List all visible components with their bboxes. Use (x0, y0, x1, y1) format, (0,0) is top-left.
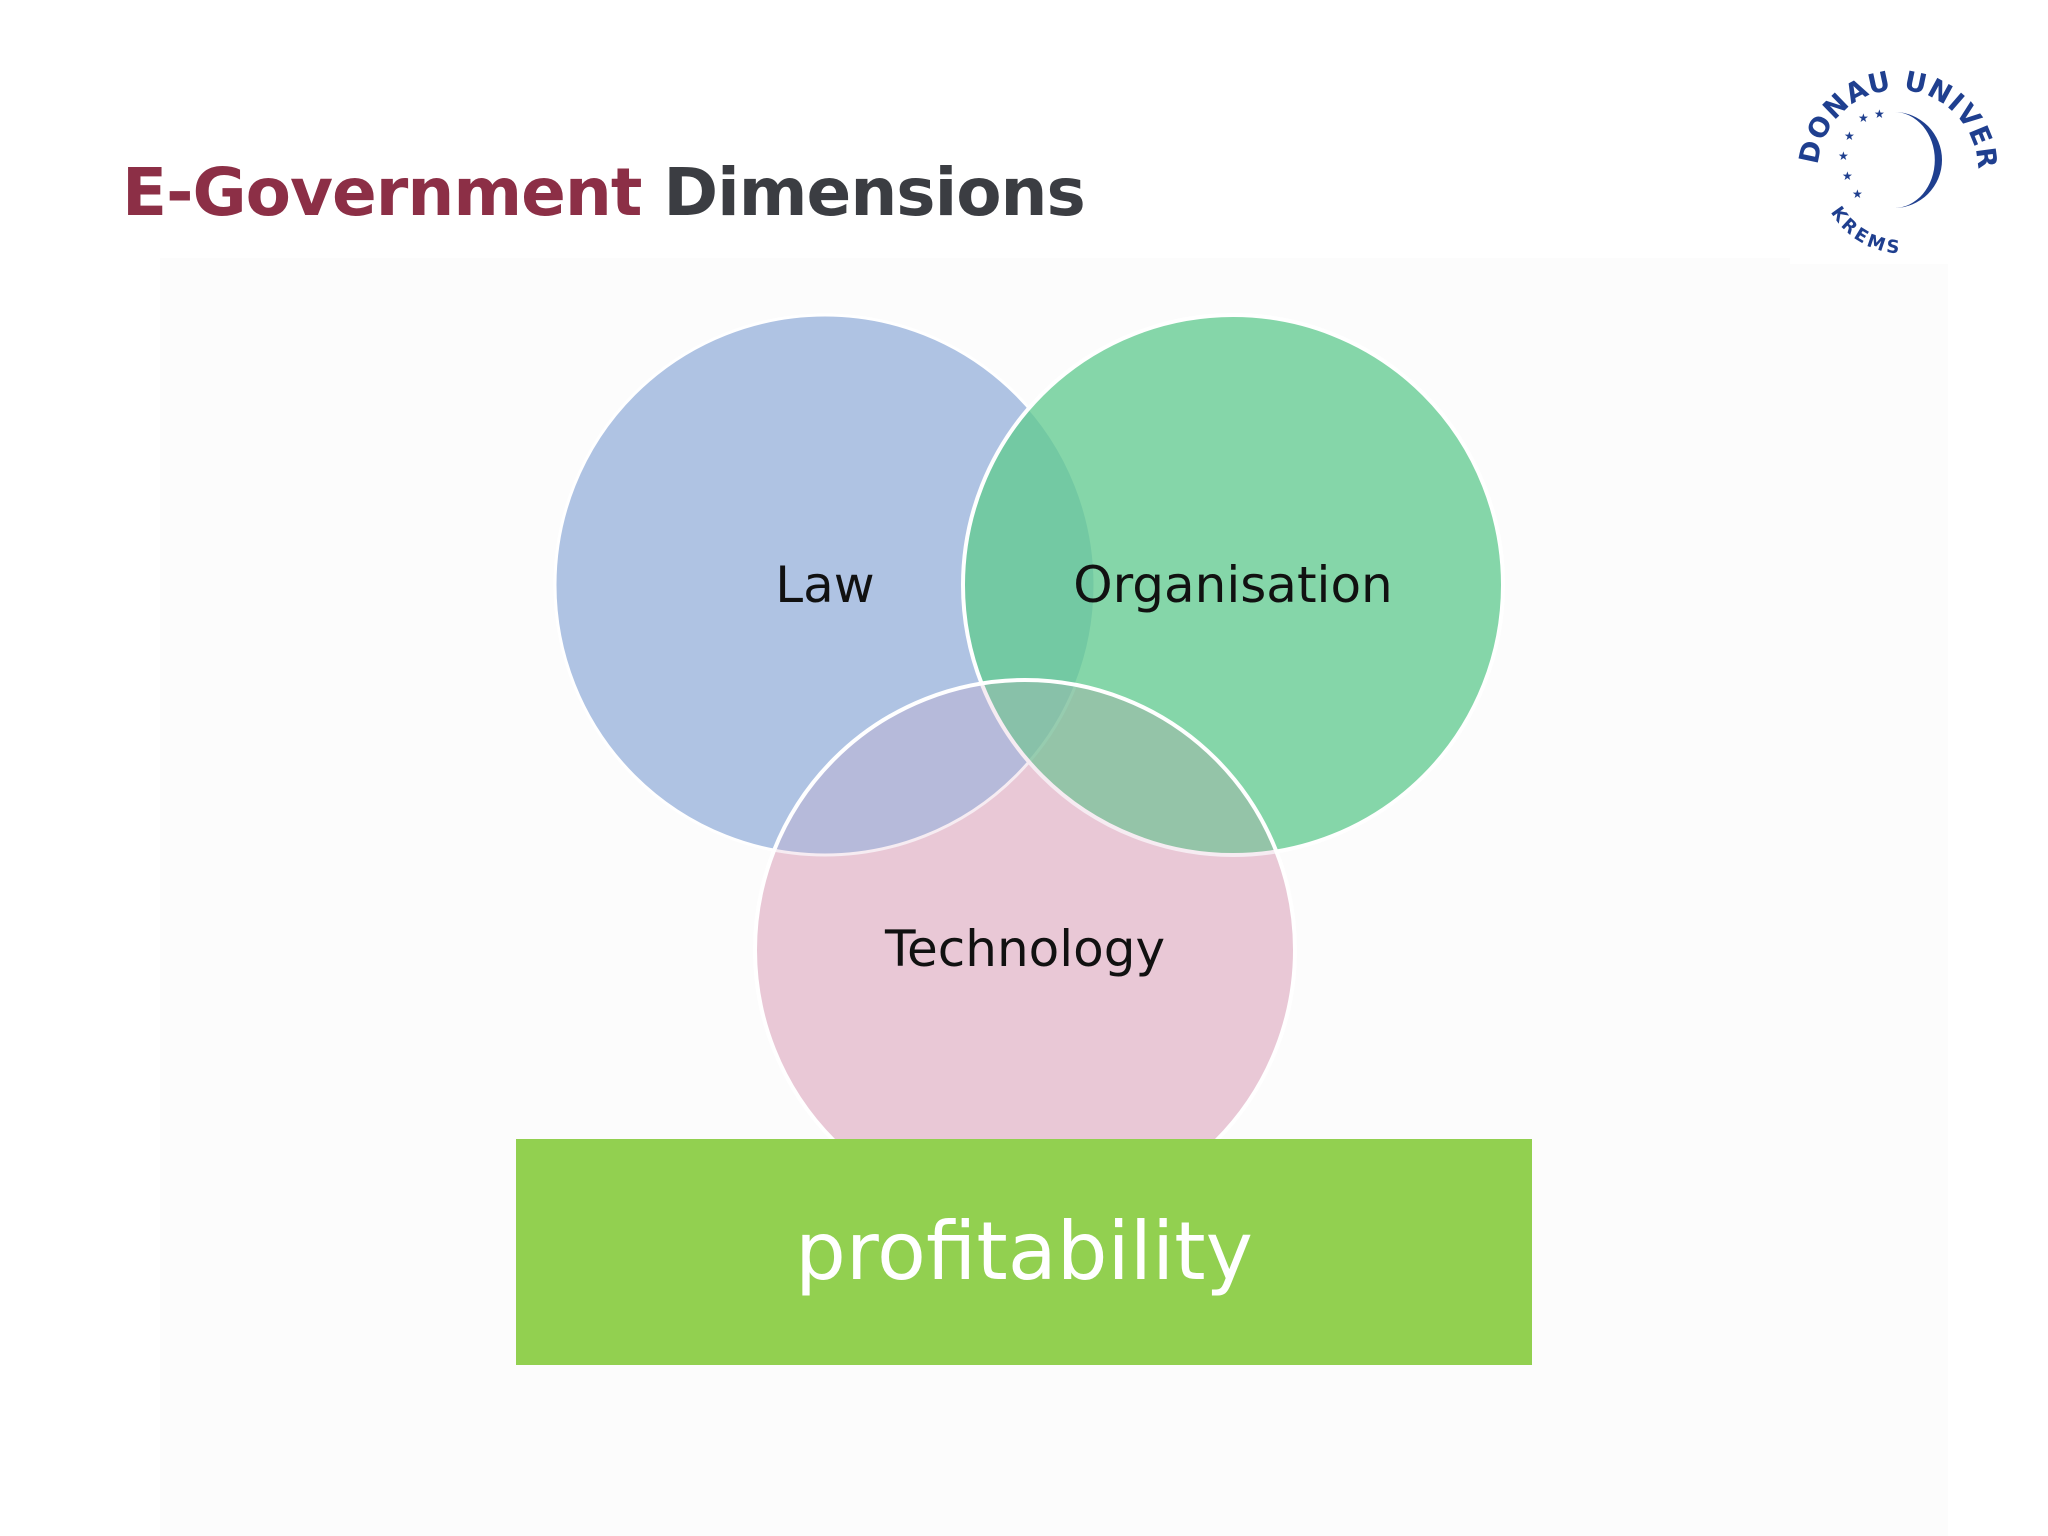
svg-text:★: ★ (1874, 107, 1885, 121)
profitability-box: profitability (516, 1139, 1532, 1365)
svg-text:★: ★ (1842, 169, 1853, 183)
organisation-label: Organisation (1073, 556, 1392, 614)
svg-text:★: ★ (1838, 149, 1849, 163)
technology-label: Technology (884, 920, 1165, 978)
profitability-label: profitability (795, 1205, 1253, 1298)
title-accent: E-Government (122, 154, 642, 231)
svg-text:★: ★ (1858, 111, 1869, 125)
university-logo: DONAU UNIVERSITÄT KREMS ★ ★ ★ ★ ★ ★ (1790, 52, 2002, 264)
organisation-circle (961, 313, 1505, 857)
slide-title: E-Government Dimensions (122, 148, 1086, 238)
svg-text:★: ★ (1852, 187, 1863, 201)
title-rest: Dimensions (663, 154, 1085, 231)
svg-text:★: ★ (1844, 129, 1855, 143)
law-label: Law (775, 556, 874, 614)
